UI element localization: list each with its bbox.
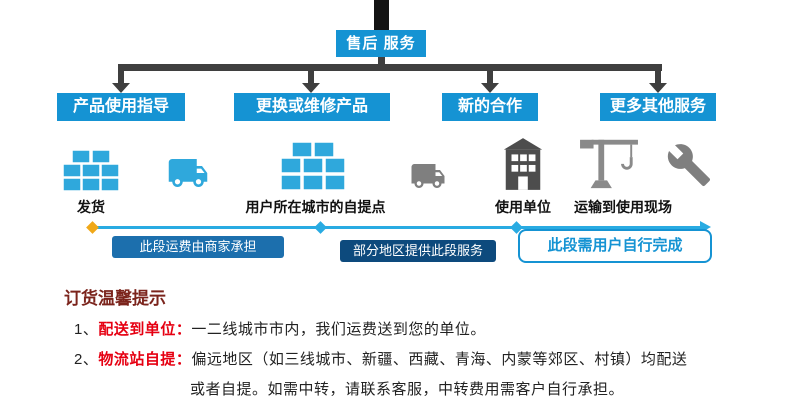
branch-stem-1	[118, 71, 124, 84]
tips-heading: 订货温馨提示	[64, 289, 166, 308]
boxes-pallet-icon	[62, 148, 120, 197]
down-arrow-icon	[649, 83, 667, 93]
branch-stem-3	[487, 71, 493, 84]
segment-label-merchant-freight: 此段运费由商家承担	[112, 236, 284, 258]
tip-label: 配送到单位：	[98, 321, 192, 338]
tip-label: 物流站自提：	[98, 351, 192, 368]
stage-label-pickup-point: 用户所在城市的自提点	[245, 199, 386, 215]
segment-label-partial-service: 部分地区提供此段服务	[340, 240, 496, 262]
tip-item-1: 1、配送到单位：一二线城市市内，我们运费送到您的单位。	[74, 318, 486, 339]
boxes-pallet-large-icon	[280, 140, 346, 197]
down-arrow-icon	[112, 83, 130, 93]
wrench-icon	[666, 142, 712, 193]
stage-label-user-unit: 使用单位	[495, 199, 551, 215]
branch-stem-4	[655, 71, 661, 84]
branch-node-more-services: 更多其他服务	[600, 93, 716, 121]
tip-item-2-continued: 或者自提。如需中转，请联系客服，中转费用需客户自行承担。	[190, 378, 624, 399]
root-node: 售后 服务	[336, 30, 426, 57]
branch-stem-2	[308, 71, 314, 84]
down-arrow-icon	[481, 83, 499, 93]
tower-crane-icon	[574, 134, 644, 195]
tip-text: 偏远地区（如三线城市、新疆、西藏、青海、内蒙等郊区、村镇）均配送	[191, 351, 688, 368]
top-connector-bar	[374, 0, 389, 30]
delivery-truck-icon	[160, 152, 216, 199]
tip-number: 1、	[74, 321, 99, 338]
tip-number: 2、	[74, 351, 99, 368]
tip-text: 一二线城市市内，我们运费送到您的单位。	[191, 321, 486, 338]
segment-label-user-self-complete: 此段需用户自行完成	[518, 229, 712, 263]
root-stem-line	[378, 57, 385, 67]
stage-label-transport-to-site: 运输到使用现场	[574, 199, 672, 215]
branch-horizontal-line	[118, 64, 662, 71]
tip-text: 或者自提。如需中转，请联系客服，中转费用需客户自行承担。	[190, 381, 625, 398]
branch-node-usage-guide: 产品使用指导	[57, 93, 185, 121]
timeline-arrow-icon	[700, 221, 711, 233]
building-icon	[500, 138, 546, 195]
branch-node-new-cooperation: 新的合作	[442, 93, 538, 121]
timeline-mid-marker	[314, 221, 327, 234]
root-node-label: 售后 服务	[346, 35, 416, 52]
tip-item-2: 2、物流站自提：偏远地区（如三线城市、新疆、西藏、青海、内蒙等郊区、村镇）均配送	[74, 348, 687, 369]
timeline-line	[90, 226, 702, 229]
down-arrow-icon	[302, 83, 320, 93]
timeline-start-marker	[86, 221, 99, 234]
branch-node-replace-repair: 更换或维修产品	[234, 93, 390, 121]
delivery-truck-gray-icon	[402, 158, 454, 199]
stage-label-shipping: 发货	[77, 199, 105, 215]
